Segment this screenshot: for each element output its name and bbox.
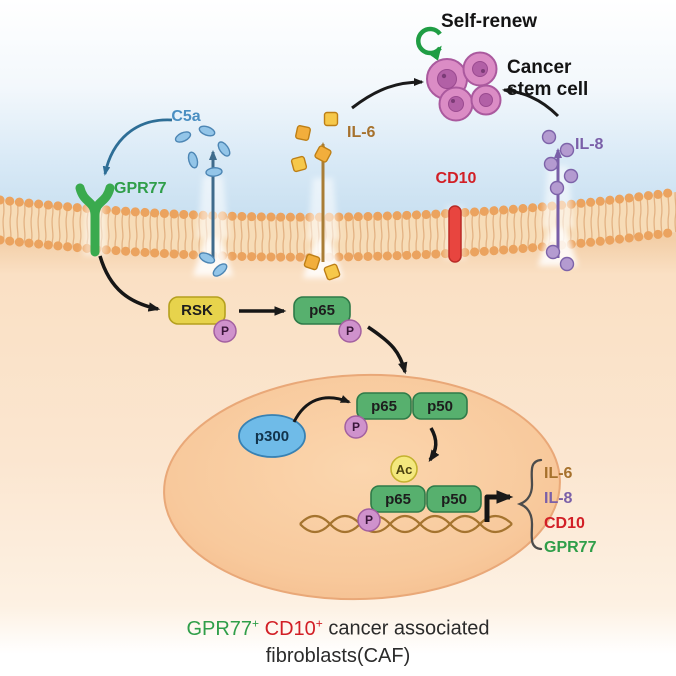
dna-strand (299, 514, 513, 534)
target-gene-list: IL-6 IL-8 CD10 GPR77 (544, 465, 597, 556)
caption-line1: GPR77+ CD10+ cancer associated (0, 610, 676, 643)
il6-molecule (290, 155, 308, 173)
self-renew-label: Self-renew (441, 11, 537, 32)
gpr77-receptor-icon (75, 183, 115, 257)
transcription-arrow (484, 490, 514, 522)
phospho-badge (338, 319, 362, 343)
il8-molecule (541, 129, 557, 145)
acetyl-badge (390, 455, 418, 483)
caption-line2: fibroblasts(CAF) (265, 644, 411, 667)
p65-box-nuclear (356, 392, 412, 420)
gene-il8: IL-8 (544, 490, 573, 507)
gene-il6: IL-6 (544, 465, 573, 482)
il8-label: IL-8 (575, 136, 604, 153)
cd10-label: CD10 (436, 170, 477, 187)
il8-molecules (541, 129, 579, 272)
complex-to-dna-arrow (428, 427, 440, 462)
p50-box-dna (426, 485, 482, 513)
cd10-receptor-icon (448, 205, 462, 263)
c5a-label: C5a (171, 108, 200, 125)
il8-molecule (559, 256, 575, 272)
phospho-label: P (365, 513, 373, 527)
il8-to-stem-cell-arrow (501, 86, 560, 118)
il6-molecule (323, 263, 341, 281)
il8-molecule (549, 180, 565, 196)
membrane-band (0, 192, 676, 258)
p50-label: p50 (427, 398, 453, 415)
p65-to-nucleus-arrow (367, 325, 408, 375)
p65-label: p65 (371, 398, 397, 415)
phospho-label: P (221, 324, 229, 338)
p65-label: p65 (385, 491, 411, 508)
phospho-badge (344, 415, 368, 439)
stem-cell-nucleolus (451, 99, 455, 103)
gene-list-brace (516, 458, 543, 551)
stem-cell-nucleus (479, 93, 493, 107)
caption-rest: cancer associated (328, 617, 490, 640)
stem-cell-nucleolus (481, 69, 485, 73)
p300-oval (238, 414, 306, 458)
rsk-label: RSK (181, 302, 213, 319)
caption-gpr77-sup: + (252, 616, 260, 630)
gpr77-receptor-shape (75, 183, 115, 257)
phospho-label: P (352, 420, 360, 434)
p300-to-complex-arrow (292, 395, 351, 423)
p65-label: p65 (309, 302, 335, 319)
caption-cd10-text: CD10 (264, 617, 316, 640)
dna-strand (299, 514, 513, 534)
il6-to-stem-cell-arrow (351, 77, 425, 110)
caption-gpr77: GPR77+ (186, 616, 260, 640)
c5a-molecule (198, 125, 216, 137)
il6-molecule (314, 145, 332, 163)
c5a-to-gpr77-arrow (102, 118, 173, 176)
c5a-molecule (212, 263, 228, 277)
dna-helix (299, 514, 513, 534)
caption-cd10-sup: + (315, 616, 323, 630)
figure-caption: GPR77+ CD10+ cancer associated fibroblas… (0, 610, 676, 670)
stem-cell-nucleus (448, 96, 464, 112)
stem-cell-nucleolus (441, 73, 447, 79)
phospho-badge (357, 508, 381, 532)
gpr77-label: GPR77 (114, 180, 167, 197)
gene-gpr77: GPR77 (544, 539, 597, 556)
c5a-molecule (205, 167, 223, 177)
stem-cell-nucleus (437, 69, 457, 89)
il6-molecule (323, 111, 339, 127)
c5a-molecule (198, 252, 216, 264)
il6-molecule (295, 125, 311, 141)
cancer-stem-cell-label-line2: stem cell (507, 79, 588, 100)
p50-box-nuclear (412, 392, 468, 420)
phospho-label: P (346, 324, 354, 338)
il8-molecule (543, 156, 559, 172)
self-renew-arrow-icon (416, 26, 442, 61)
il8-molecule (559, 142, 575, 158)
stem-cell-nucleus (472, 61, 488, 77)
caption-cd10: CD10+ (264, 616, 323, 640)
caption-gpr77-text: GPR77 (186, 617, 253, 640)
il6-molecule (303, 253, 321, 271)
rsk-box (168, 296, 226, 325)
p50-label: p50 (441, 491, 467, 508)
phospho-badge (213, 319, 237, 343)
c5a-molecule (217, 141, 231, 157)
il8-molecule (545, 244, 561, 260)
cancer-stem-cell-cluster (426, 51, 502, 122)
p300-label: p300 (255, 428, 289, 445)
il8-molecule (563, 168, 579, 184)
p65-box (293, 296, 351, 325)
il6-label: IL-6 (347, 124, 376, 141)
cancer-stem-cell-label-line1: Cancer (507, 57, 572, 78)
p65-box-dna (370, 485, 426, 513)
c5a-molecule (174, 131, 192, 143)
acetyl-label: Ac (396, 462, 413, 477)
gene-cd10: CD10 (544, 515, 585, 532)
gpr77-to-rsk-arrow (98, 255, 161, 312)
c5a-molecule (187, 151, 199, 169)
c5a-molecules (174, 125, 231, 277)
il6-molecules (290, 111, 341, 281)
